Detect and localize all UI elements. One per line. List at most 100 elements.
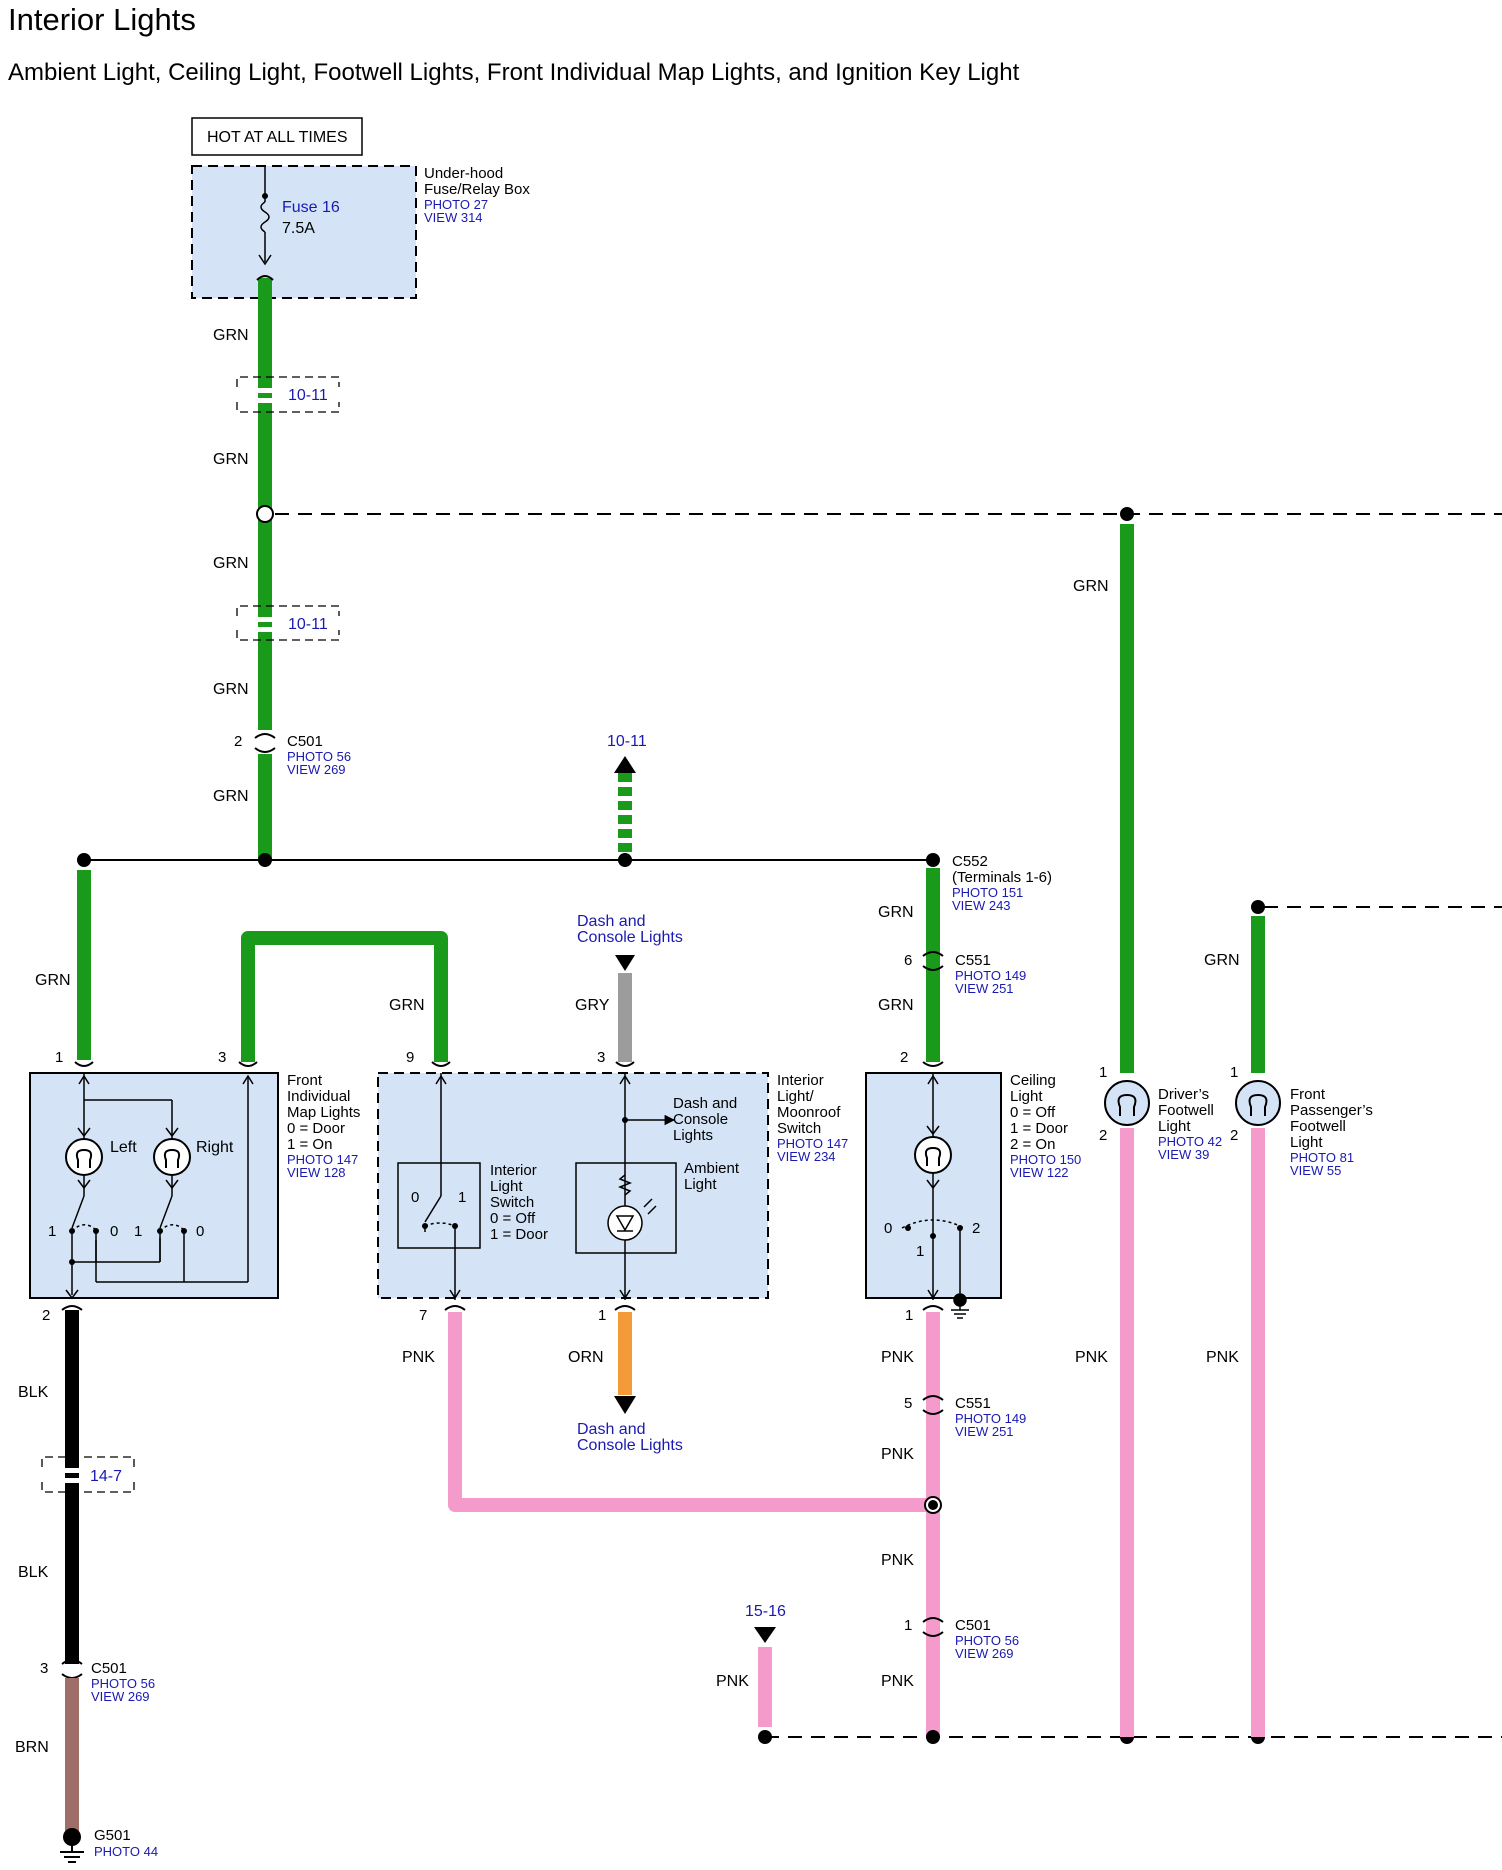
ceiling-name-2: Light [1010, 1088, 1043, 1105]
power-label-box [191, 117, 363, 156]
power-label: HOT AT ALL TIMES [207, 129, 348, 146]
ref-box-2 [236, 605, 340, 641]
int-sw-name-3: Switch [490, 1194, 534, 1211]
c552-terminals: (Terminals 1-6) [952, 869, 1052, 886]
wire-label-grn-1: GRN [213, 327, 249, 344]
dash-out-1: Dash and [577, 1421, 646, 1438]
ref-box-1 [236, 376, 340, 413]
wire-label-grn-7: GRN [389, 997, 425, 1014]
fuse-box [191, 165, 417, 299]
wire-label-grn-9: GRN [878, 997, 914, 1014]
int-sw-state-1: 1 = Door [490, 1226, 548, 1243]
c551-a-pin: 6 [904, 952, 912, 969]
wire-label-pnk-3: PNK [881, 1446, 914, 1463]
ambient-box [575, 1162, 677, 1254]
c501-b-pin: 1 [904, 1617, 912, 1634]
map-pin-3: 3 [218, 1049, 226, 1066]
c501-b-photo: PHOTO 56 [955, 1633, 1019, 1648]
fuse-box-photo: PHOTO 27 [424, 197, 488, 212]
ref-14-7: 14-7 [90, 1468, 122, 1485]
wire-label-orn: ORN [568, 1349, 604, 1366]
c551-b-name: C551 [955, 1395, 991, 1412]
dash-out-arrow [614, 1396, 636, 1414]
map-lights-state-0: 0 = Door [287, 1120, 345, 1137]
int-sw-name-2: Light [490, 1178, 523, 1195]
pass-pin-1: 1 [1230, 1064, 1238, 1081]
fuse-rating: 7.5A [282, 220, 315, 237]
wire-label-pnk-5: PNK [881, 1673, 914, 1690]
c501-c-photo: PHOTO 56 [91, 1676, 155, 1691]
map-lights-box [29, 1072, 279, 1299]
map-sw1-a: 1 [48, 1223, 56, 1240]
wire-label-pnk-1: PNK [402, 1349, 435, 1366]
pnk-loop-wire [448, 1312, 933, 1512]
map-lights-name-2: Individual [287, 1088, 350, 1105]
c551-a-photo: PHOTO 149 [955, 968, 1026, 983]
moonroof-view: VIEW 234 [777, 1149, 836, 1164]
g501-name: G501 [94, 1827, 131, 1844]
map-right-bulb-icon [153, 1138, 191, 1176]
c501-b-view: VIEW 269 [955, 1646, 1014, 1661]
c551-b-pin: 5 [904, 1395, 912, 1412]
moonroof-name-3: Moonroof [777, 1104, 841, 1121]
pass-pin-2: 2 [1230, 1127, 1238, 1144]
wire-label-pnk-4: PNK [881, 1552, 914, 1569]
drv-view: VIEW 39 [1158, 1147, 1209, 1162]
dash-out-2: Console Lights [577, 1437, 683, 1454]
ref-10-11-arrow [614, 756, 636, 852]
ceiling-p1: 1 [916, 1243, 924, 1260]
int-sw-p1: 1 [458, 1189, 466, 1206]
c501-a-pin: 2 [234, 733, 242, 750]
wire-label-blk-1: BLK [18, 1384, 49, 1401]
ref-10-11-a: 10-11 [288, 387, 328, 404]
grn-main-wire [256, 275, 274, 730]
c501-a-view: VIEW 269 [287, 762, 346, 777]
c552-name: C552 [952, 853, 988, 870]
driver-footwell-bulb-icon [1104, 1080, 1150, 1126]
moonroof-photo: PHOTO 147 [777, 1136, 848, 1151]
pass-name-1: Front [1290, 1086, 1326, 1103]
map-lights-view: VIEW 128 [287, 1165, 346, 1180]
drv-photo: PHOTO 42 [1158, 1134, 1222, 1149]
c501-c-pin: 3 [40, 1660, 48, 1677]
wire-label-grn-10: GRN [1073, 578, 1109, 595]
wire-label-pnk-2: PNK [881, 1349, 914, 1366]
c501-b-name: C501 [955, 1617, 991, 1634]
drv-pin-2: 2 [1099, 1127, 1107, 1144]
wire-label-grn-5: GRN [213, 788, 249, 805]
dash-int-1: Dash and [673, 1095, 737, 1112]
c501-connector-a [254, 733, 276, 753]
wire-label-blk-2: BLK [18, 1564, 49, 1581]
int-sw-p0: 0 [411, 1189, 419, 1206]
pass-name-2: Passenger’s [1290, 1102, 1373, 1119]
int-sw-state-0: 0 = Off [490, 1210, 536, 1227]
map-lights-name-3: Map Lights [287, 1104, 360, 1121]
c501-a-name: C501 [287, 733, 323, 750]
ground-icon [60, 1828, 84, 1863]
ceiling-pin-1: 1 [905, 1307, 913, 1324]
int-sw-name-1: Interior [490, 1162, 537, 1179]
splice-top-right [1120, 507, 1134, 521]
page-title: Interior Lights [8, 2, 196, 37]
c501-connector-b [922, 1617, 944, 1637]
ceiling-view: VIEW 122 [1010, 1165, 1069, 1180]
mr-pin-9: 9 [406, 1049, 414, 1066]
ceiling-pin-2: 2 [900, 1049, 908, 1066]
wire-label-pnk-6: PNK [716, 1673, 749, 1690]
pass-name-4: Light [1290, 1134, 1323, 1151]
wire-label-grn-11: GRN [1204, 952, 1240, 969]
c551-connector-b [922, 1395, 944, 1415]
map-lights-name-1: Front [287, 1072, 323, 1089]
map-left-bulb-icon [65, 1138, 103, 1176]
page-subtitle: Ambient Light, Ceiling Light, Footwell L… [8, 59, 1020, 86]
map-sw0-a: 0 [110, 1223, 118, 1240]
fuse-box-name-1: Under-hood [424, 165, 503, 182]
ceiling-state-2: 2 = On [1010, 1136, 1055, 1153]
mr-pin-3: 3 [597, 1049, 605, 1066]
passenger-footwell-bulb-icon [1235, 1080, 1281, 1126]
c551-b-photo: PHOTO 149 [955, 1411, 1026, 1426]
drv-name-2: Footwell [1158, 1102, 1214, 1119]
ceiling-p2: 2 [972, 1220, 980, 1237]
fuse-box-name-2: Fuse/Relay Box [424, 181, 530, 198]
